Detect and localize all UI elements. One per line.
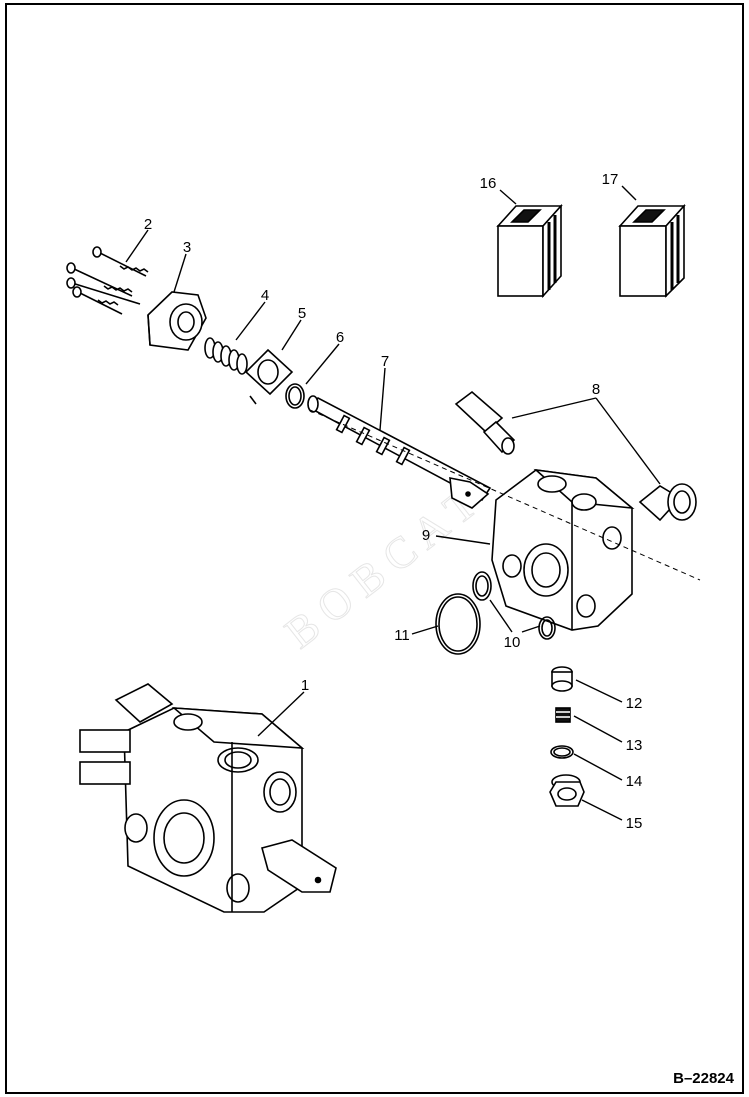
callout-6: 6	[336, 329, 344, 346]
o-rings-10	[472, 571, 556, 640]
figure-number: B–22824	[673, 1070, 735, 1087]
spool-7	[307, 395, 492, 509]
large-o-ring-11	[435, 593, 481, 655]
plug-15	[549, 774, 585, 807]
relief-valve-upper-8	[454, 390, 516, 455]
spring-4	[204, 337, 248, 375]
callout-16: 16	[480, 175, 497, 192]
callout-2: 2	[144, 216, 152, 233]
callout-11: 11	[394, 627, 410, 644]
callout-15: 15	[626, 815, 643, 832]
callout-8: 8	[592, 381, 600, 398]
o-ring-6	[285, 383, 305, 409]
callout-3: 3	[183, 239, 191, 256]
watermark: B O B C A T	[275, 478, 486, 658]
poppet-12	[551, 666, 573, 692]
retainer-plate-5	[244, 348, 294, 405]
check-spring-13	[555, 707, 571, 723]
bolts-2	[66, 246, 149, 315]
callout-9: 9	[422, 527, 430, 544]
plug-o-ring-14	[550, 745, 574, 759]
control-valve-assembly-1	[79, 683, 337, 913]
callout-4: 4	[261, 287, 269, 304]
callout-12: 12	[626, 695, 643, 712]
assembly-centerline	[309, 409, 701, 581]
valve-section-body-9	[491, 468, 635, 631]
callout-13: 13	[626, 737, 643, 754]
relief-valve-right-8	[638, 483, 697, 522]
callout-5: 5	[298, 305, 306, 322]
leader-lines	[125, 185, 661, 821]
page-border	[5, 3, 744, 1094]
seal-kit-box-17	[618, 203, 686, 298]
callout-7: 7	[381, 353, 389, 370]
cap-3	[147, 291, 207, 351]
callout-1: 1	[301, 677, 309, 694]
callout-14: 14	[626, 773, 643, 790]
callout-10: 10	[504, 634, 521, 651]
svg-text:B O B C A T: B O B C A T	[276, 479, 486, 658]
seal-kit-box-16	[496, 203, 563, 299]
callout-17: 17	[602, 171, 619, 188]
